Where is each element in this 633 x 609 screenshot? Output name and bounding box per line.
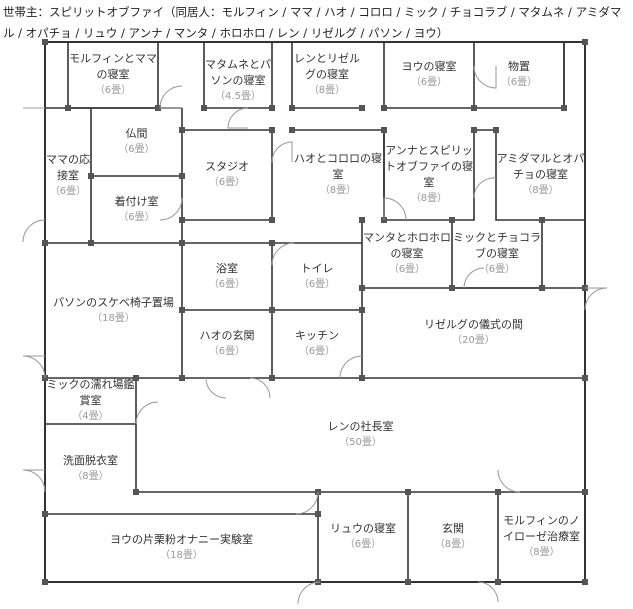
room-size: （8畳） bbox=[319, 185, 357, 196]
room-size: （8畳） bbox=[523, 547, 560, 558]
room: レンとリゼルグの寝室 （8畳） bbox=[292, 42, 362, 108]
room-size: （18畳） bbox=[160, 550, 203, 561]
room-name: アンナとスピリットオブファイの寝室 bbox=[385, 144, 473, 189]
room: モルフィンとママの寝室 （6畳） bbox=[68, 42, 158, 108]
room-name: リュウの寝室 bbox=[330, 522, 396, 535]
room-name: ミックの濡れ場鑑賞室 bbox=[46, 378, 135, 407]
room: ミックとチョコラブの寝室 （6畳） bbox=[452, 220, 542, 288]
room-size: （20畳） bbox=[452, 335, 495, 346]
room-size: （6畳） bbox=[208, 346, 246, 357]
room-size: （4畳） bbox=[72, 411, 109, 422]
room: 仏間 （6畳） bbox=[91, 108, 182, 176]
room: トイレ （6畳） bbox=[272, 243, 362, 310]
room-name: キッチン bbox=[295, 329, 339, 342]
room-size: （8畳） bbox=[522, 185, 559, 196]
room: マタムネとパソンの寝室 （4.5畳） bbox=[204, 42, 272, 120]
room-size: （6畳） bbox=[208, 177, 246, 188]
room-size: （6畳） bbox=[410, 77, 448, 88]
room-size: （6畳） bbox=[478, 264, 516, 275]
room: リュウの寝室 （6畳） bbox=[318, 492, 408, 582]
room-size: （6畳） bbox=[298, 346, 336, 357]
room-name: レンの社長室 bbox=[327, 420, 394, 433]
room-name: トイレ bbox=[300, 261, 334, 275]
room-name: ママの応接室 bbox=[46, 152, 90, 182]
room: 玄関 （8畳） bbox=[408, 492, 498, 582]
room-name: レンとリゼルグの寝室 bbox=[294, 52, 360, 81]
room: ヨウの片栗粉オナニー実験室 （18畳） bbox=[45, 514, 318, 582]
room: 洗面脱衣室 （8畳） bbox=[45, 424, 136, 514]
room-name: マタムネとパソンの寝室 bbox=[205, 58, 271, 87]
room: マンタとホロホロの寝室 （6畳） bbox=[362, 220, 452, 288]
room: 着付け室 （6畳） bbox=[91, 176, 182, 243]
room-size: （6畳） bbox=[344, 539, 382, 550]
room-name: リゼルグの儀式の間 bbox=[424, 318, 523, 331]
room-size: （6畳） bbox=[118, 144, 155, 155]
room-name: 玄関 bbox=[442, 522, 464, 535]
room-name: ハオとコロロの寝室 bbox=[294, 152, 382, 181]
room: レンの社長室 （50畳） bbox=[136, 378, 585, 492]
room: スタジオ （6畳） bbox=[182, 130, 272, 220]
room-size: （4.5畳） bbox=[215, 91, 261, 102]
room-size: （50畳） bbox=[339, 437, 382, 448]
room-size: （6畳） bbox=[118, 211, 155, 223]
room-name: 仏間 bbox=[125, 127, 148, 140]
room-name: ミックとチョコラブの寝室 bbox=[453, 231, 541, 260]
room-name: 洗面脱衣室 bbox=[63, 454, 118, 467]
room-name: マンタとホロホロの寝室 bbox=[363, 231, 451, 260]
room: リゼルグの儀式の間 （20畳） bbox=[362, 288, 585, 378]
room-size: （18畳） bbox=[92, 312, 135, 324]
door-swings bbox=[22, 65, 608, 605]
room: パソンのスケベ椅子置場 （18畳） bbox=[45, 243, 182, 378]
room: ママの応接室 （6畳） bbox=[45, 108, 91, 243]
room: ハオとコロロの寝室 （8畳） bbox=[292, 130, 384, 220]
room-size: （6畳） bbox=[49, 185, 87, 197]
room-name: パソンのスケベ椅子置場 bbox=[53, 295, 174, 309]
room-name: ヨウの片栗粉オナニー実験室 bbox=[110, 533, 253, 546]
room: アミダマルとオパチョの寝室 （8畳） bbox=[496, 130, 585, 220]
household-header: 世帯主：スピリットオブファイ（同居人：モルフィン / ママ / ハオ / コロロ… bbox=[3, 5, 622, 40]
room-size: （6畳） bbox=[298, 278, 336, 290]
room-name: モルフィンとママの寝室 bbox=[69, 52, 157, 81]
room: モルフィンのノイローゼ治療室 （8畳） bbox=[498, 492, 585, 582]
room-name: ハオの玄関 bbox=[199, 329, 255, 342]
room-name: 物置 bbox=[508, 60, 530, 73]
room: ハオの玄関 （6畳） bbox=[182, 310, 272, 378]
room-size: （8畳） bbox=[434, 539, 472, 550]
room-size: （6畳） bbox=[500, 77, 538, 88]
room-size: （8畳） bbox=[410, 193, 448, 204]
room: 浴室 （6畳） bbox=[182, 243, 272, 310]
room: 物置 （6畳） bbox=[474, 42, 564, 108]
room-name: 着付け室 bbox=[114, 194, 159, 208]
room: アンナとスピリットオブファイの寝室 （8畳） bbox=[384, 130, 474, 220]
room: キッチン （6畳） bbox=[272, 310, 362, 378]
room-size: （8畳） bbox=[72, 471, 109, 482]
room-size: （6畳） bbox=[94, 85, 132, 96]
room-name: ヨウの寝室 bbox=[401, 60, 457, 73]
room-size: （8畳） bbox=[308, 85, 346, 96]
room-name: アミダマルとオパチョの寝室 bbox=[496, 152, 585, 181]
room-name: モルフィンのノイローゼ治療室 bbox=[503, 514, 580, 543]
room: ヨウの寝室 （6畳） bbox=[384, 42, 474, 108]
room-name: 浴室 bbox=[216, 261, 238, 275]
room-size: （6畳） bbox=[388, 264, 426, 275]
room: ミックの濡れ場鑑賞室 （4畳） bbox=[45, 378, 136, 424]
room-size: （6畳） bbox=[208, 278, 246, 290]
room-name: スタジオ bbox=[205, 160, 249, 173]
